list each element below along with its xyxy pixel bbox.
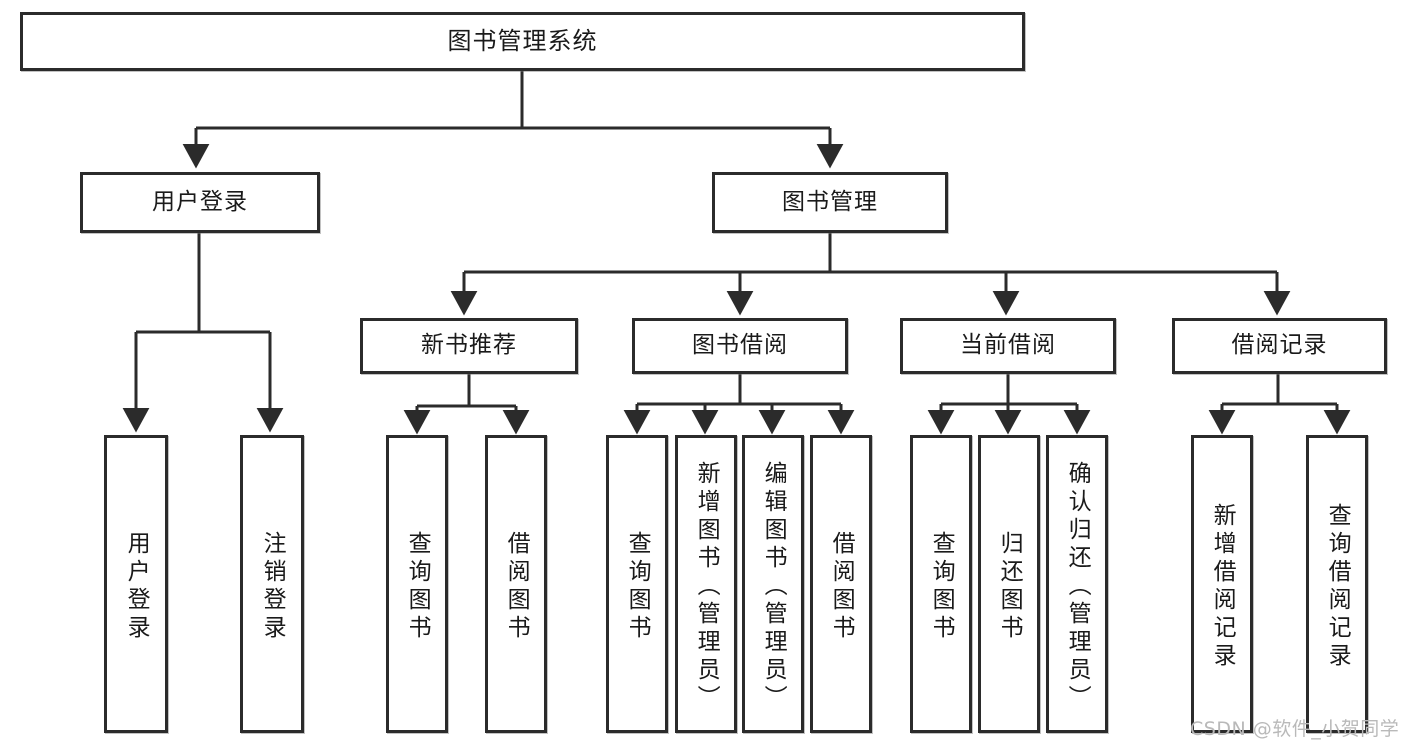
leaf-borrow-book-1[interactable]: 借阅图书 [485,435,547,733]
node-label: 查询借阅记录 [1324,503,1351,671]
node-new-book-recommend[interactable]: 新书推荐 [360,318,578,374]
node-label: 新书推荐 [421,332,517,359]
node-label: 当前借阅 [960,332,1056,359]
leaf-edit-book[interactable]: 编辑图书（管理员） [742,435,804,733]
leaf-add-book[interactable]: 新增图书（管理员） [675,435,737,733]
node-label: 确认归还（管理员） [1064,461,1091,713]
node-label: 注销登录 [259,531,286,643]
node-label: 借阅图书 [503,531,530,643]
leaf-query-book-2[interactable]: 查询图书 [606,435,668,733]
node-label: 查询图书 [404,531,431,643]
leaf-logout-login[interactable]: 注销登录 [240,435,304,733]
leaf-query-book-1[interactable]: 查询图书 [386,435,448,733]
node-root-system[interactable]: 图书管理系统 [20,12,1025,71]
leaf-return-book[interactable]: 归还图书 [978,435,1040,733]
node-label: 图书借阅 [692,332,788,359]
node-current-borrow[interactable]: 当前借阅 [900,318,1116,374]
node-label: 归还图书 [996,531,1023,643]
node-borrow-record[interactable]: 借阅记录 [1172,318,1387,374]
leaf-query-book-3[interactable]: 查询图书 [910,435,972,733]
node-label: 借阅图书 [828,531,855,643]
node-label: 借阅记录 [1231,332,1328,359]
node-label: 新增图书（管理员） [693,461,720,713]
csdn-watermark: CSDN @软件_小贺同学 [1190,718,1400,740]
node-book-management[interactable]: 图书管理 [712,172,948,233]
leaf-query-borrow-record[interactable]: 查询借阅记录 [1306,435,1368,733]
node-label: 查询图书 [928,531,955,643]
node-label: 查询图书 [624,531,651,643]
node-label: 编辑图书（管理员） [760,461,787,713]
leaf-add-borrow-record[interactable]: 新增借阅记录 [1191,435,1253,733]
node-book-borrow[interactable]: 图书借阅 [632,318,848,374]
node-user-login[interactable]: 用户登录 [80,172,320,233]
leaf-user-login[interactable]: 用户登录 [104,435,168,733]
leaf-confirm-return[interactable]: 确认归还（管理员） [1046,435,1108,733]
node-label: 图书管理 [782,188,878,215]
node-label: 图书管理系统 [447,27,598,56]
node-label: 用户登录 [152,188,248,215]
node-label: 新增借阅记录 [1209,503,1236,671]
node-label: 用户登录 [123,531,150,643]
leaf-borrow-book-2[interactable]: 借阅图书 [810,435,872,733]
